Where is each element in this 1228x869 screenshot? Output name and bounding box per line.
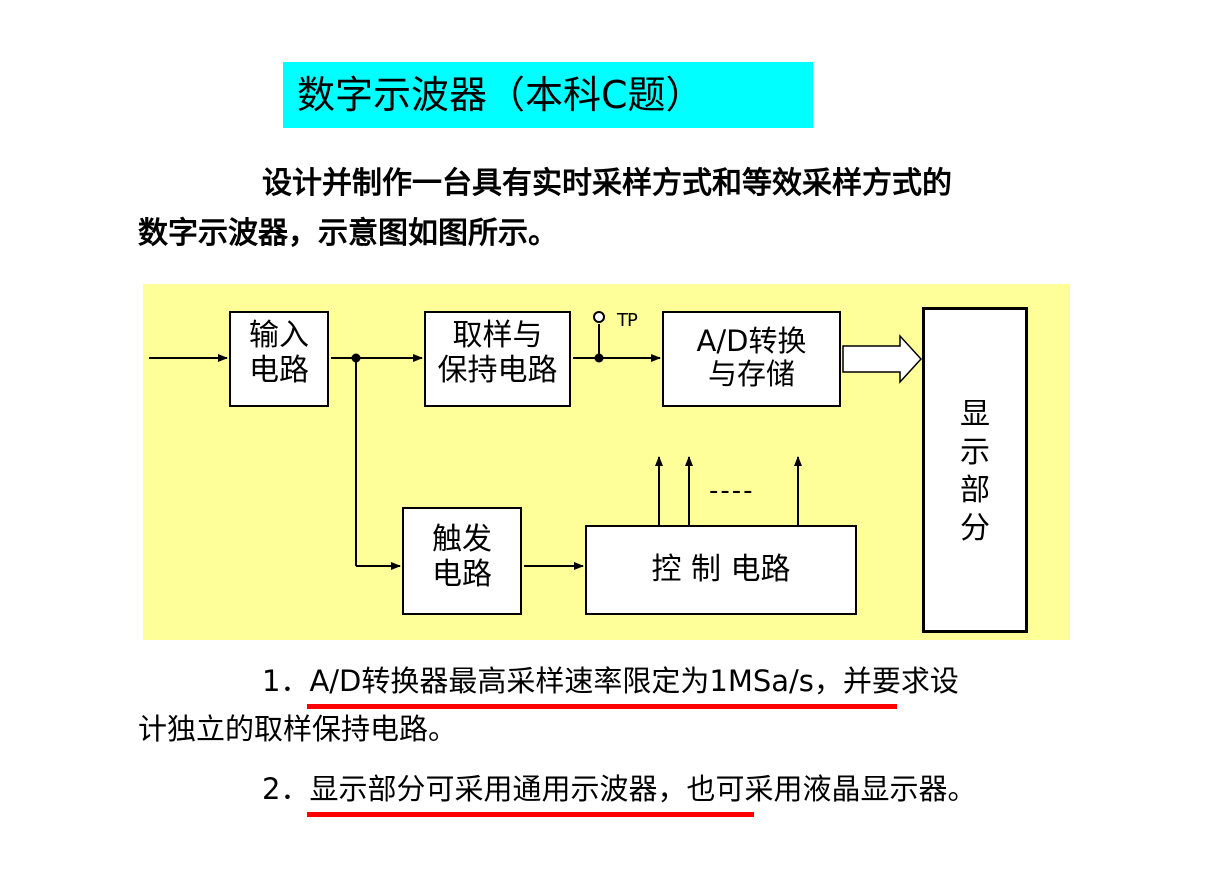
display-block: 显 示 部 分 (922, 307, 1028, 633)
intro-line-2: 数字示波器，示意图如图所示。 (138, 216, 558, 251)
junction-dot (351, 353, 361, 363)
tp-junction-dot (594, 353, 604, 363)
requirement-1-line-1: 1．A/D转换器最高采样速率限定为1MSa/s，并要求设 (262, 664, 959, 698)
test-point-label: TP (617, 310, 638, 331)
control-circuit-block: 控 制 电路 (585, 525, 857, 615)
control-lines-ellipsis: ---- (709, 476, 755, 506)
input-circuit-block: 输入 电路 (229, 311, 329, 407)
intro-line-1: 设计并制作一台具有实时采样方式和等效采样方式的 (262, 166, 952, 201)
requirement-2-underline (307, 812, 754, 817)
ad-convert-block: A/D转换 与存储 (662, 311, 841, 407)
diagram-connections (149, 311, 923, 570)
requirement-1-underline (307, 704, 897, 709)
requirement-2: 2．显示部分可采用通用示波器，也可采用液晶显示器。 (262, 772, 977, 806)
ad-to-display-arrow (842, 334, 923, 384)
test-point-circle (593, 311, 605, 323)
sample-hold-block: 取样与 保持电路 (424, 311, 571, 407)
page-title: 数字示波器（本科C题） (283, 62, 813, 128)
requirement-1-line-2: 计独立的取样保持电路。 (138, 712, 458, 746)
trigger-circuit-block: 触发 电路 (402, 507, 522, 615)
block-diagram: 输入 电路 取样与 保持电路 TP A/D转换 与存储 显 示 部 分 触发 电… (143, 284, 1070, 640)
